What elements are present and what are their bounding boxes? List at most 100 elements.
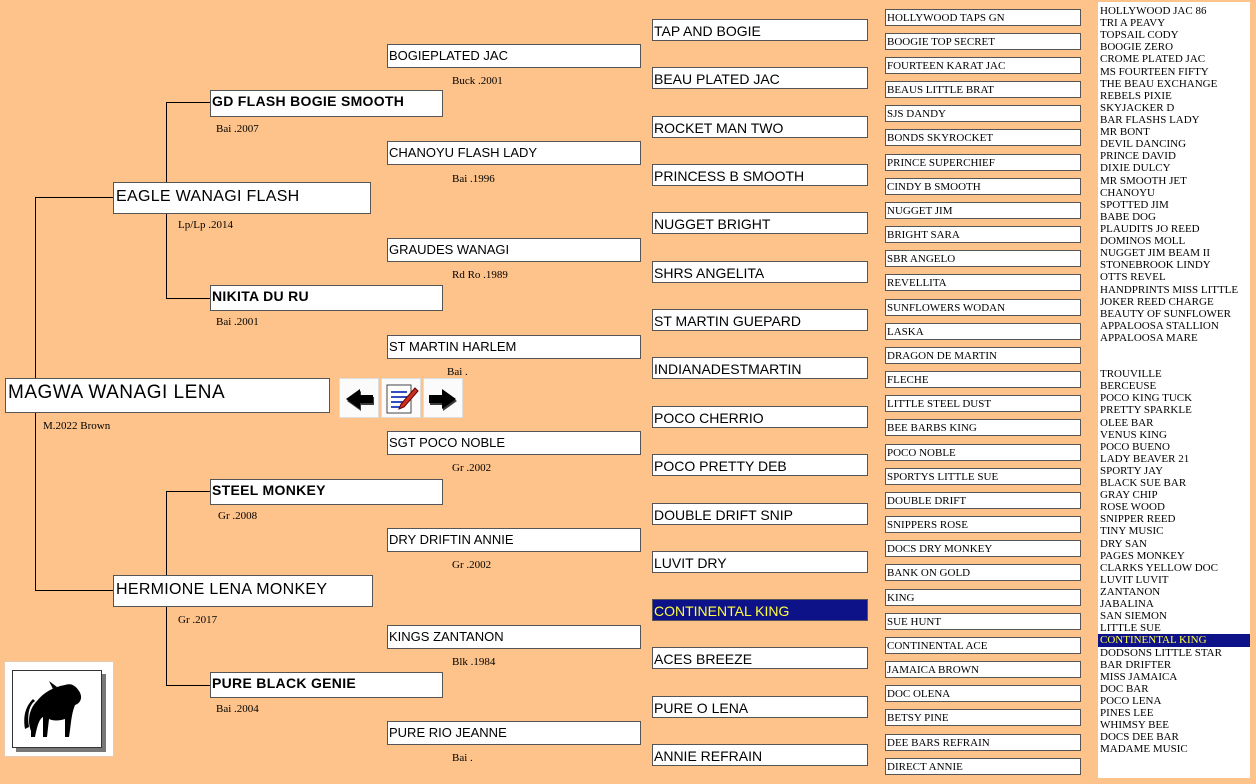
gen4-horse-3[interactable]: ROCKET MAN TWO	[652, 116, 868, 138]
gen5-horse-23[interactable]: DOCS DRY MONKEY	[885, 540, 1081, 557]
gen6-horse[interactable]: PINES LEE	[1100, 707, 1154, 720]
gen4-horse-2[interactable]: BEAU PLATED JAC	[652, 67, 868, 89]
gen5-horse-11[interactable]: SBR ANGELO	[885, 250, 1081, 267]
gen5-horse-17[interactable]: LITTLE STEEL DUST	[885, 395, 1081, 412]
gen6-horse[interactable]: BERCEUSE	[1100, 380, 1157, 393]
gen6-horse[interactable]: JABALINA	[1100, 598, 1154, 611]
gen3-horse-6[interactable]: DRY DRIFTIN ANNIE	[387, 528, 641, 552]
gen3-horse-3[interactable]: GRAUDES WANAGI	[387, 238, 641, 262]
gen6-horse[interactable]: BLACK SUE BAR	[1100, 477, 1187, 490]
gen6-horse[interactable]: POCO LENA	[1100, 695, 1162, 708]
gen6-horse[interactable]: CROME PLATED JAC	[1100, 53, 1206, 66]
gen6-horse[interactable]: HOLLYWOOD JAC 86	[1100, 5, 1207, 17]
gen4-horse-16[interactable]: ANNIE REFRAIN	[652, 744, 868, 766]
gen2-horse-3[interactable]: STEEL MONKEY	[210, 479, 443, 505]
gen3-horse-4[interactable]: ST MARTIN HARLEM	[387, 335, 641, 359]
gen6-horse[interactable]: LUVIT LUVIT	[1100, 573, 1169, 586]
gen5-horse-16[interactable]: FLECHE	[885, 371, 1081, 388]
gen6-horse[interactable]: THE BEAU EXCHANGE	[1100, 77, 1218, 90]
gen5-horse-27[interactable]: CONTINENTAL ACE	[885, 637, 1081, 654]
gen5-horse-20[interactable]: SPORTYS LITTLE SUE	[885, 468, 1081, 485]
gen3-horse-8[interactable]: PURE RIO JEANNE	[387, 721, 641, 745]
gen6-horse[interactable]: REBELS PIXIE	[1100, 89, 1172, 102]
gen6-horse[interactable]: BAR FLASHS LADY	[1100, 113, 1200, 126]
gen5-horse-28[interactable]: JAMAICA BROWN	[885, 661, 1081, 678]
edit-pedigree-button[interactable]	[381, 378, 421, 418]
gen5-horse-31[interactable]: DEE BARS REFRAIN	[885, 734, 1081, 751]
gen6-horse[interactable]: LADY BEAVER 21	[1100, 452, 1190, 465]
gen5-horse-15[interactable]: DRAGON DE MARTIN	[885, 347, 1081, 364]
gen5-horse-5[interactable]: SJS DANDY	[885, 105, 1081, 122]
gen4-horse-5[interactable]: NUGGET BRIGHT	[652, 212, 868, 234]
gen4-horse-15[interactable]: PURE O LENA	[652, 696, 868, 718]
gen6-horse[interactable]: WHIMSY BEE	[1100, 719, 1169, 732]
gen6-horse[interactable]: BOOGIE ZERO	[1100, 41, 1174, 54]
gen6-horse[interactable]: DOCS DEE BAR	[1100, 731, 1179, 744]
gen5-horse-19[interactable]: POCO NOBLE	[885, 444, 1081, 461]
gen6-horse[interactable]: LITTLE SUE	[1100, 622, 1161, 635]
gen5-horse-10[interactable]: BRIGHT SARA	[885, 226, 1081, 243]
gen6-horse[interactable]: PRINCE DAVID	[1100, 150, 1176, 163]
gen6-horse[interactable]: MS FOURTEEN FIFTY	[1100, 65, 1209, 78]
gen6-horse[interactable]: CHANOYU	[1100, 186, 1155, 199]
gen4-horse-1[interactable]: TAP AND BOGIE	[652, 19, 868, 41]
gen6-horse[interactable]: OTTS REVEL	[1100, 271, 1166, 284]
gen5-horse-18[interactable]: BEE BARBS KING	[885, 419, 1081, 436]
gen6-horse[interactable]: SNIPPER REED	[1100, 513, 1176, 526]
gen5-horse-26[interactable]: SUE HUNT	[885, 613, 1081, 630]
dam-name[interactable]: HERMIONE LENA MONKEY	[113, 575, 373, 607]
gen4-horse-9[interactable]: POCO CHERRIO	[652, 406, 868, 428]
gen6-horse[interactable]: HANDPRINTS MISS LITTLE	[1100, 283, 1239, 296]
sire-name[interactable]: EAGLE WANAGI FLASH	[113, 182, 371, 214]
gen5-horse-32[interactable]: DIRECT ANNIE	[885, 758, 1081, 775]
gen6-horse[interactable]: POCO BUENO	[1100, 440, 1170, 453]
gen6-horse[interactable]: TOPSAIL CODY	[1100, 29, 1179, 42]
gen6-horse[interactable]: PLAUDITS JO REED	[1100, 222, 1200, 235]
gen6-horse[interactable]: SPORTY JAY	[1100, 464, 1164, 477]
gen2-horse-1[interactable]: GD FLASH BOGIE SMOOTH	[210, 90, 443, 117]
gen6-horse[interactable]: TRI A PEAVY	[1100, 17, 1166, 30]
gen6-horse[interactable]: DRY SAN	[1100, 537, 1147, 550]
gen6-horse[interactable]: OLEE BAR	[1100, 416, 1154, 429]
gen6-horse[interactable]: MR BONT	[1100, 126, 1150, 139]
prev-horse-button[interactable]	[339, 378, 379, 418]
gen6-horse[interactable]: NUGGET JIM BEAM II	[1100, 247, 1211, 260]
gen2-horse-4[interactable]: PURE BLACK GENIE	[210, 672, 443, 698]
gen6-horse[interactable]: VENUS KING	[1100, 428, 1167, 441]
gen6-horse[interactable]: BABE DOG	[1100, 210, 1156, 223]
gen6-horse[interactable]: POCO KING TUCK	[1100, 392, 1193, 405]
gen2-horse-2[interactable]: NIKITA DU RU	[210, 285, 443, 311]
gen5-horse-3[interactable]: FOURTEEN KARAT JAC	[885, 57, 1081, 74]
gen5-horse-21[interactable]: DOUBLE DRIFT	[885, 492, 1081, 509]
gen6-horse[interactable]: ROSE WOOD	[1100, 501, 1165, 514]
gen4-horse-13-selected[interactable]: CONTINENTAL KING	[652, 599, 868, 621]
gen6-horse[interactable]: JOKER REED CHARGE	[1100, 295, 1214, 308]
next-horse-button[interactable]	[423, 378, 463, 418]
gen6-horse[interactable]: DODSONS LITTLE STAR	[1100, 646, 1222, 659]
gen6-horse[interactable]: DOC BAR	[1100, 682, 1149, 695]
gen4-horse-14[interactable]: ACES BREEZE	[652, 647, 868, 669]
gen5-horse-13[interactable]: SUNFLOWERS WODAN	[885, 299, 1081, 316]
gen5-horse-7[interactable]: PRINCE SUPERCHIEF	[885, 154, 1081, 171]
subject-horse-name[interactable]: MAGWA WANAGI LENA	[5, 378, 330, 413]
gen5-horse-29[interactable]: DOC OLENA	[885, 685, 1081, 702]
gen6-horse[interactable]: CONTINENTAL KING	[1098, 634, 1250, 647]
gen6-horse[interactable]: GRAY CHIP	[1100, 489, 1158, 502]
gen6-horse[interactable]: TINY MUSIC	[1100, 525, 1164, 538]
gen5-horse-6[interactable]: BONDS SKYROCKET	[885, 129, 1081, 146]
gen4-horse-8[interactable]: INDIANADESTMARTIN	[652, 357, 868, 379]
gen4-horse-6[interactable]: SHRS ANGELITA	[652, 261, 868, 283]
gen4-horse-12[interactable]: LUVIT DRY	[652, 551, 868, 573]
gen5-horse-1[interactable]: HOLLYWOOD TAPS GN	[885, 9, 1081, 26]
gen6-horse[interactable]: SAN SIEMON	[1100, 610, 1167, 623]
gen6-horse[interactable]: BEAUTY OF SUNFLOWER	[1100, 307, 1231, 320]
gen6-horse[interactable]: APPALOOSA MARE	[1100, 331, 1198, 344]
gen5-horse-14[interactable]: LASKA	[885, 323, 1081, 340]
gen6-horse[interactable]: DEVIL DANCING	[1100, 138, 1187, 151]
gen3-horse-5[interactable]: SGT POCO NOBLE	[387, 431, 641, 455]
gen6-horse[interactable]: DIXIE DULCY	[1100, 162, 1171, 175]
gen6-horse[interactable]: ZANTANON	[1100, 586, 1161, 599]
gen5-horse-8[interactable]: CINDY B SMOOTH	[885, 178, 1081, 195]
gen6-horse[interactable]: MISS JAMAICA	[1100, 670, 1178, 683]
gen6-horse[interactable]: PRETTY SPARKLE	[1100, 404, 1192, 417]
